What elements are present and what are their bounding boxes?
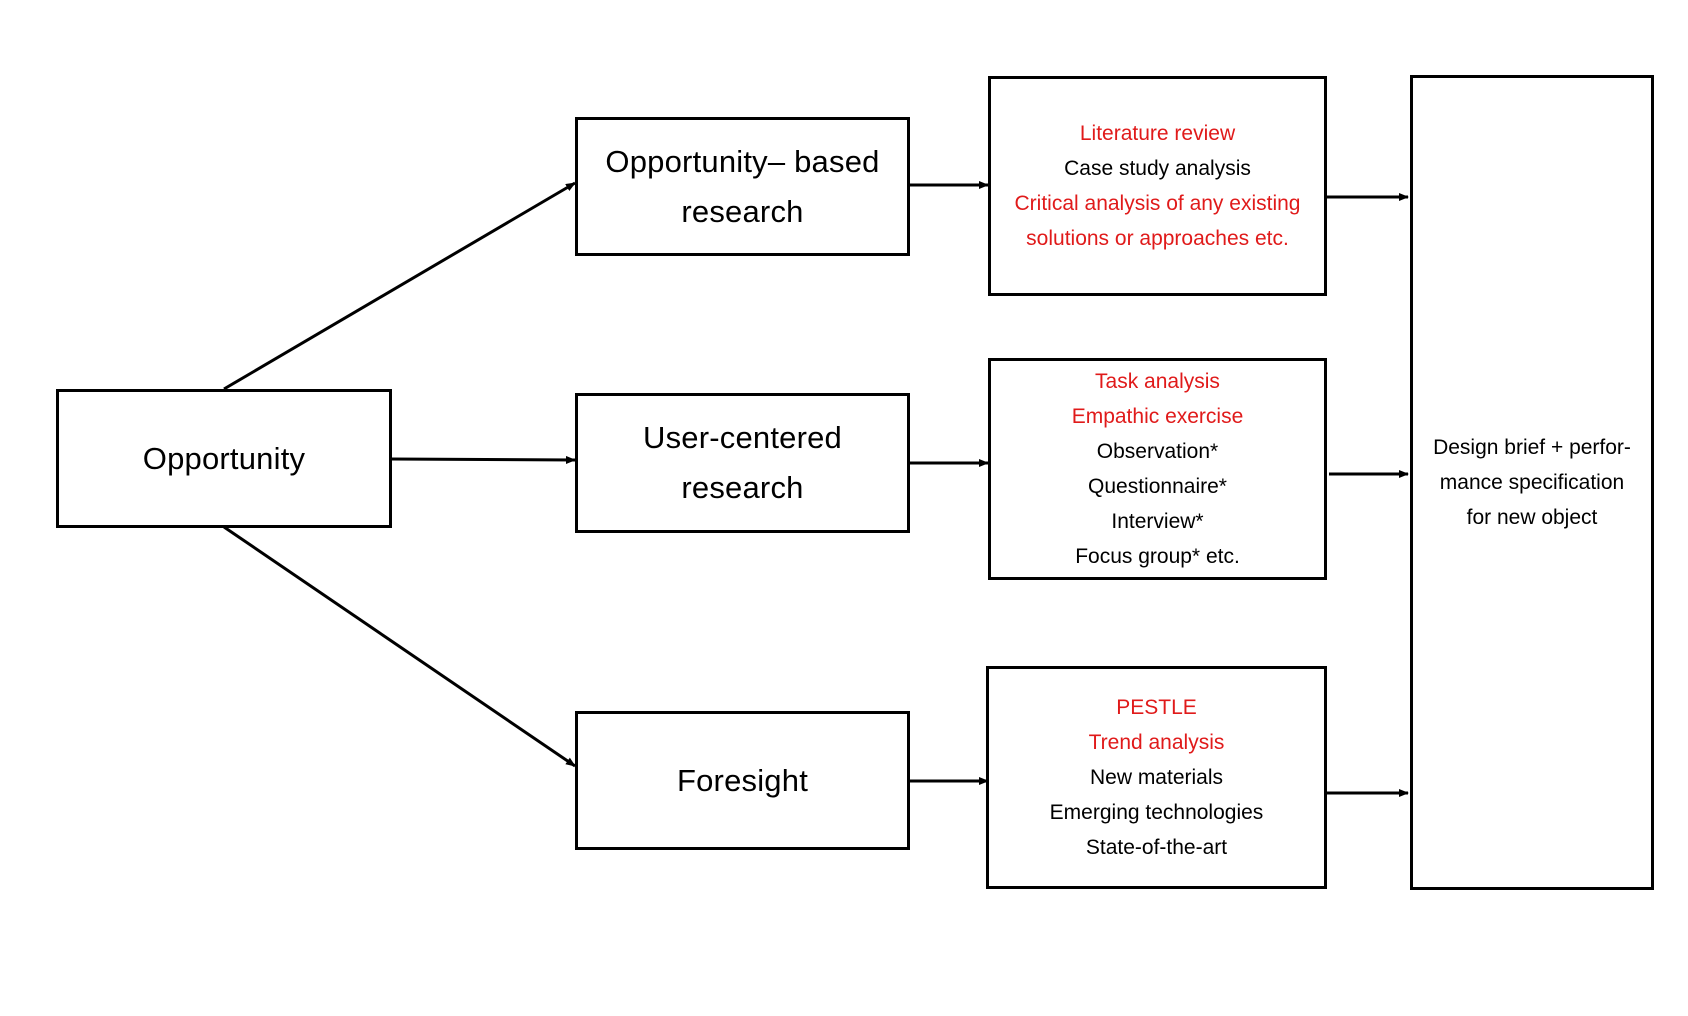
method-item: Trend analysis xyxy=(1088,731,1225,754)
method-item: State-of-the-art xyxy=(1085,836,1228,859)
arrow-opportunity-to-user-centered xyxy=(390,455,576,464)
method-item: Focus group* etc. xyxy=(1075,545,1240,568)
method-item: Interview* xyxy=(1111,510,1204,533)
method-item: Critical analysis of any existing xyxy=(1014,192,1301,215)
design-brief-output-node: Design brief + perfor- mance specificati… xyxy=(1410,75,1654,890)
design-brief-line-1: Design brief + perfor- xyxy=(1433,436,1631,459)
method-item: PESTLE xyxy=(1116,696,1197,719)
method-item: Task analysis xyxy=(1095,370,1220,393)
methods-opportunity-based: Literature review Case study analysis Cr… xyxy=(988,76,1327,296)
opportunity-label: Opportunity xyxy=(142,440,306,476)
user-centered-research-line-1: User-centered xyxy=(642,420,842,455)
design-brief-line-3: for new object xyxy=(1466,506,1598,529)
method-item: Questionnaire* xyxy=(1088,475,1227,498)
user-centered-research-node: User-centered research xyxy=(575,393,910,533)
method-item: Empathic exercise xyxy=(1071,405,1244,428)
opportunity-based-research-line-2: research xyxy=(681,193,804,229)
method-item: Literature review xyxy=(1079,122,1236,145)
user-centered-research-line-2: research xyxy=(681,470,804,505)
methods-user-centered: Task analysis Empathic exercise Observat… xyxy=(988,358,1327,580)
arrow-opportunity-to-opportunity-based xyxy=(223,181,576,391)
method-item: Emerging technologies xyxy=(1049,801,1264,824)
method-item: Observation* xyxy=(1096,440,1219,463)
foresight-label: Foresight xyxy=(676,762,809,798)
method-item: New materials xyxy=(1089,766,1224,789)
foresight-node: Foresight xyxy=(575,711,910,850)
opportunity-based-research-line-1: Opportunity– based xyxy=(605,143,880,179)
arrow-opportunity-to-foresight xyxy=(223,525,576,768)
method-item: Case study analysis xyxy=(1064,157,1251,180)
design-brief-line-2: mance specification xyxy=(1439,471,1625,494)
method-item: solutions or approaches etc. xyxy=(1026,227,1289,250)
opportunity-node: Opportunity xyxy=(56,389,392,528)
methods-foresight: PESTLE Trend analysis New materials Emer… xyxy=(986,666,1327,889)
opportunity-based-research-node: Opportunity– based research xyxy=(575,117,910,256)
